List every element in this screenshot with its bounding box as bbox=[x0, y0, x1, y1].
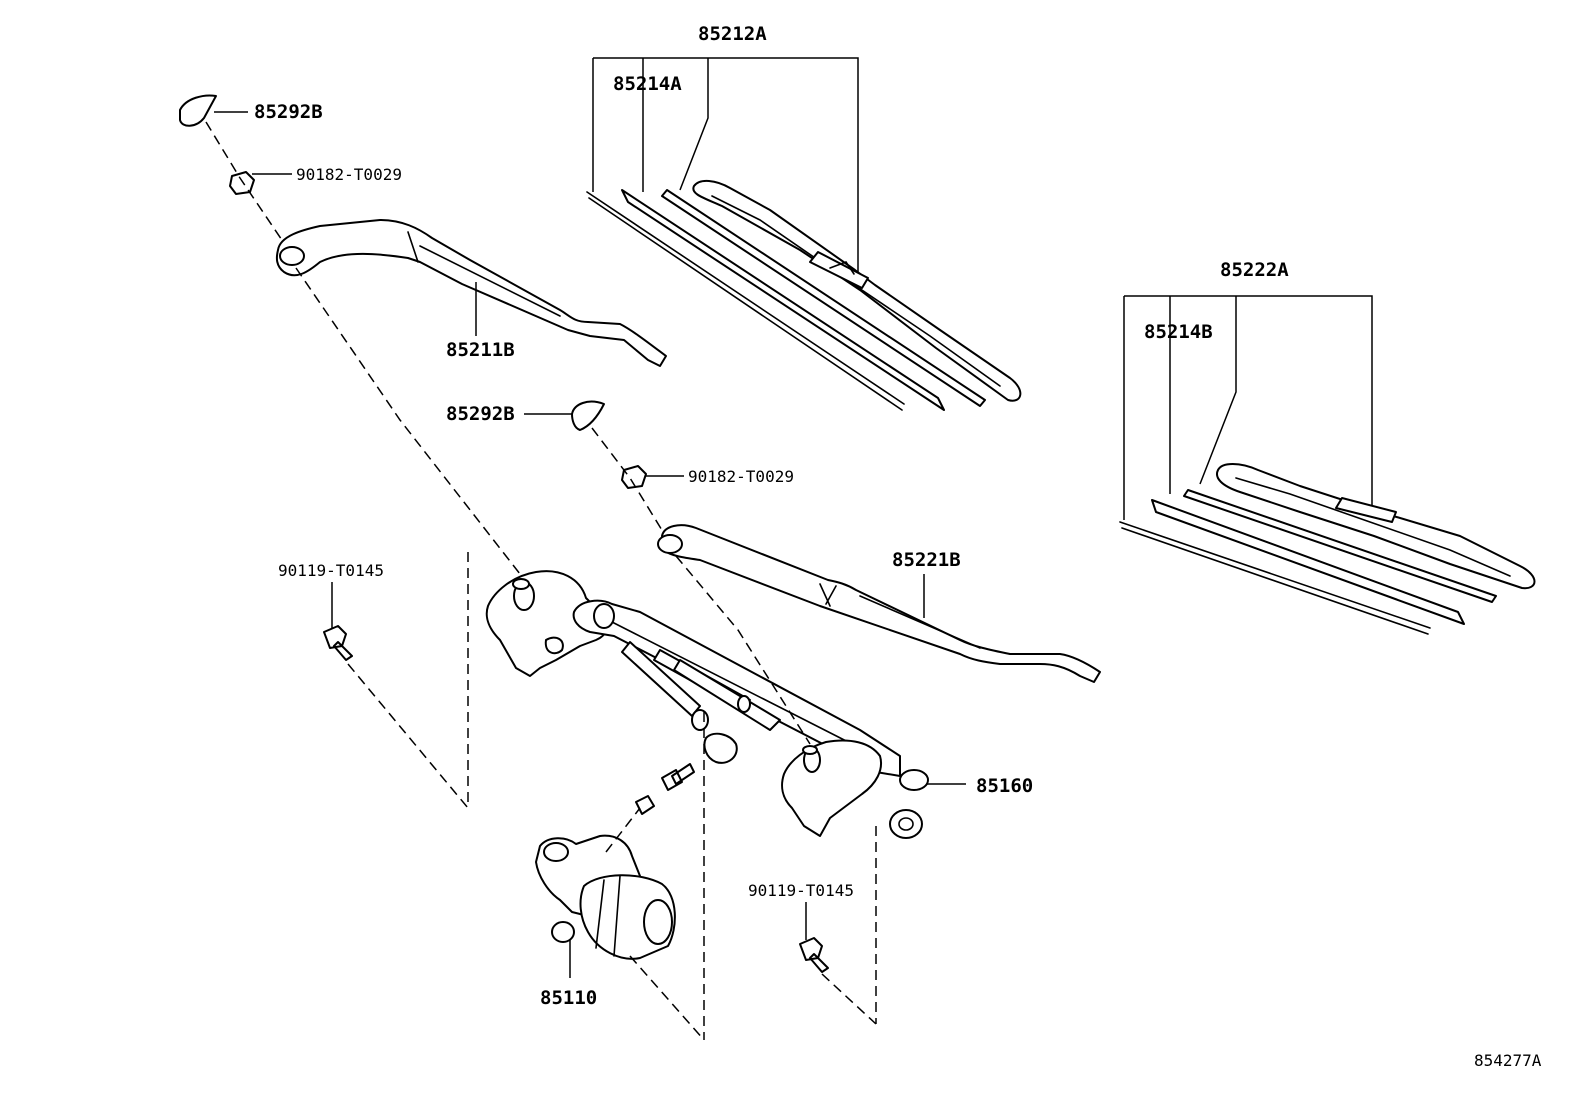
label-blade-assy-front: 85212A bbox=[698, 23, 767, 45]
arm-left-detail bbox=[407, 231, 561, 317]
label-cap-left: 85292B bbox=[254, 101, 323, 123]
label-motor: 85110 bbox=[540, 987, 597, 1009]
wiper-motor bbox=[535, 763, 695, 978]
label-refill-rear: 85214B bbox=[1144, 321, 1213, 343]
wiper-arm-right bbox=[657, 524, 1101, 683]
motor-bolt-icon bbox=[661, 763, 695, 791]
label-cap-right: 85292B bbox=[446, 403, 515, 425]
label-linkage: 85160 bbox=[976, 775, 1033, 797]
blade-front-clip bbox=[809, 251, 869, 289]
cap-right-group bbox=[524, 400, 684, 541]
linkage-right-spindle-top bbox=[802, 745, 818, 755]
cap-left-group bbox=[179, 94, 292, 253]
label-nut-left: 90182-T0029 bbox=[296, 165, 402, 184]
blade-rear-body bbox=[1216, 463, 1536, 590]
arm-right-pivot bbox=[657, 534, 683, 554]
motor-bolt-axis bbox=[605, 807, 641, 853]
label-bolt-left: 90119-T0145 bbox=[278, 561, 384, 580]
nut-left-icon bbox=[229, 171, 255, 195]
linkage-pin bbox=[737, 695, 751, 713]
blade-rear-strip-1b bbox=[1121, 527, 1429, 635]
part-labels: 85212A 85214A 85292B 90182-T0029 85211B … bbox=[254, 23, 1542, 1070]
arm-left-body bbox=[275, 219, 667, 367]
cap-left-icon bbox=[179, 94, 217, 127]
wiper-arm-left bbox=[275, 219, 667, 367]
motor-washer-icon bbox=[635, 795, 655, 815]
blade-front-strip-1b bbox=[588, 197, 903, 411]
blade-rear-strip-1 bbox=[1119, 521, 1431, 629]
linkage-grommet-lower bbox=[889, 809, 923, 839]
motor-gearbox-cap bbox=[543, 842, 569, 862]
motor-end-cap bbox=[643, 899, 673, 945]
blade-front-strip-2 bbox=[621, 189, 945, 411]
blade-front-strip-3 bbox=[661, 189, 986, 407]
arm-left-pivot bbox=[279, 246, 305, 266]
blade-front-clip-detail bbox=[829, 261, 855, 275]
wiper-blade-rear-group bbox=[1119, 295, 1536, 635]
blade-front-strip-1 bbox=[586, 191, 905, 405]
arm-left-to-linkage bbox=[295, 267, 521, 575]
bolt-right-icon bbox=[799, 937, 829, 973]
blade-rear-bracket bbox=[1123, 295, 1373, 520]
blade-rear-clip bbox=[1335, 497, 1397, 523]
blade-rear-strip-3 bbox=[1183, 489, 1497, 603]
motor-axis bbox=[629, 955, 705, 1041]
label-arm-left: 85211B bbox=[446, 339, 515, 361]
linkage-right-bracket bbox=[781, 739, 882, 837]
bolt-left-group bbox=[323, 582, 353, 661]
wiper-blade-front-group bbox=[586, 57, 1022, 411]
linkage-grommet-lower-hole bbox=[898, 817, 914, 831]
arm-right-body bbox=[661, 524, 1101, 683]
blade-front-bracket bbox=[592, 57, 859, 272]
bolt-left-icon bbox=[323, 625, 353, 661]
linkage-main-tube-edge bbox=[611, 621, 861, 749]
motor-output-shaft bbox=[551, 921, 575, 943]
blade-front-body bbox=[692, 180, 1022, 402]
bolt-left-axis bbox=[347, 663, 469, 809]
linkage-motor-mount bbox=[703, 732, 738, 764]
label-nut-right: 90182-T0029 bbox=[688, 467, 794, 486]
blade-rear-body-detail bbox=[1235, 477, 1511, 577]
cap-right-icon bbox=[571, 400, 605, 431]
assembly-lines bbox=[295, 267, 877, 1041]
linkage-crank-joint bbox=[691, 709, 709, 731]
arm-right-to-linkage bbox=[675, 555, 811, 745]
label-bolt-right: 90119-T0145 bbox=[748, 881, 854, 900]
label-blade-assy-rear: 85222A bbox=[1220, 259, 1289, 281]
linkage-grommet-upper bbox=[899, 769, 929, 791]
linkage-left-spindle-top bbox=[512, 578, 530, 590]
linkage-main-tube-end bbox=[593, 603, 615, 629]
motor-housing-detail bbox=[595, 875, 621, 957]
label-diagram-id: 854277A bbox=[1474, 1051, 1542, 1070]
cap-left-axis bbox=[205, 121, 291, 253]
label-arm-right: 85221B bbox=[892, 549, 961, 571]
nut-right-icon bbox=[621, 465, 647, 489]
arm-right-detail bbox=[819, 583, 981, 649]
bolt-right-group bbox=[799, 902, 829, 973]
blade-rear-strip-2 bbox=[1151, 499, 1465, 625]
bolt-right-axis bbox=[821, 973, 877, 1025]
wiper-linkage bbox=[485, 570, 966, 839]
label-refill-front: 85214A bbox=[613, 73, 682, 95]
cap-right-axis bbox=[591, 427, 669, 541]
linkage-left-boss bbox=[544, 636, 564, 655]
